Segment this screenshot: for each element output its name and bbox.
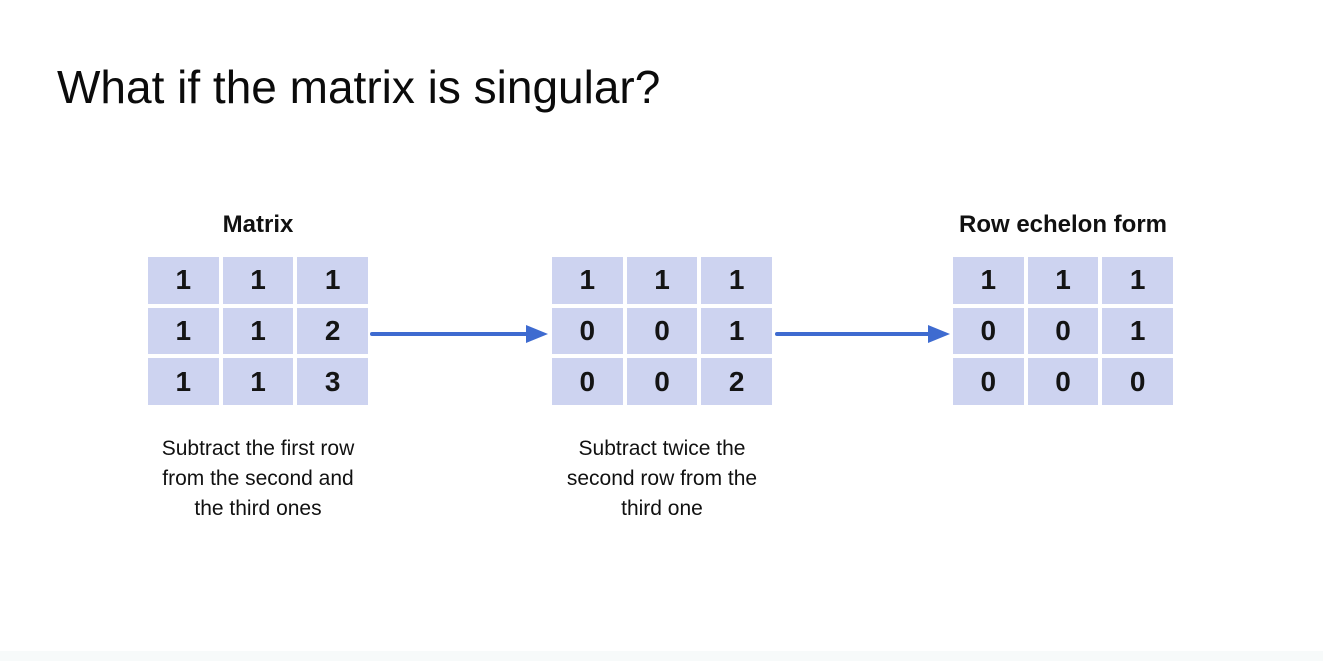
arrow-line [775,332,934,336]
matrix-cell: 1 [552,257,623,304]
matrix-original: 1 1 1 1 1 2 1 1 3 [148,257,368,405]
slide-title: What if the matrix is singular? [57,61,661,113]
matrix-cell: 0 [552,358,623,405]
matrix-cell: 1 [148,358,219,405]
matrix-cell: 1 [1102,257,1173,304]
matrix-cell: 1 [148,257,219,304]
caption-line: second row from the [566,467,758,490]
caption-line: the third ones [194,497,322,520]
arrow-right-icon [928,325,950,343]
matrix-cell: 0 [1027,307,1099,355]
matrix-cell: 1 [148,307,219,355]
matrix-cell: 0 [626,358,698,405]
matrix-cell: 1 [1027,257,1099,304]
matrix-cell: 1 [626,257,698,304]
matrix-cell: 0 [552,307,623,355]
matrix-cell: 0 [953,358,1024,405]
caption-line: third one [621,497,703,520]
arrow-matrix-to-step2 [370,324,548,344]
matrix-cell: 0 [1027,358,1099,405]
matrix-cell: 1 [953,257,1024,304]
caption-line: from the second and [162,467,354,490]
matrix-cell: 1 [297,257,368,304]
arrow-step2-to-echelon [775,324,950,344]
matrix-cell: 0 [1102,358,1173,405]
matrix-cell: 0 [953,307,1024,355]
arrow-line [370,332,532,336]
matrix-cell: 1 [222,358,294,405]
matrix-row-echelon: 1 1 1 0 0 1 0 0 0 [953,257,1173,405]
caption-step2: Subtract twice the second row from the t… [512,434,812,524]
matrix-header-original: Matrix [222,211,294,238]
caption-step1: Subtract the first row from the second a… [108,434,408,524]
matrix-cell: 1 [1102,307,1173,355]
matrix-cell: 2 [297,307,368,355]
matrix-intermediate: 1 1 1 0 0 1 0 0 2 [552,257,772,405]
caption-line: Subtract the first row [161,437,355,460]
matrix-cell: 2 [701,358,772,405]
matrix-header-row-echelon: Row echelon form [958,211,1168,238]
matrix-cell: 1 [701,257,772,304]
footer-strip [0,651,1323,661]
matrix-cell: 1 [701,307,772,355]
matrix-cell: 0 [626,307,698,355]
caption-line: Subtract twice the [578,437,746,460]
matrix-cell: 1 [222,307,294,355]
matrix-cell: 1 [222,257,294,304]
arrow-right-icon [526,325,548,343]
matrix-cell: 3 [297,358,368,405]
